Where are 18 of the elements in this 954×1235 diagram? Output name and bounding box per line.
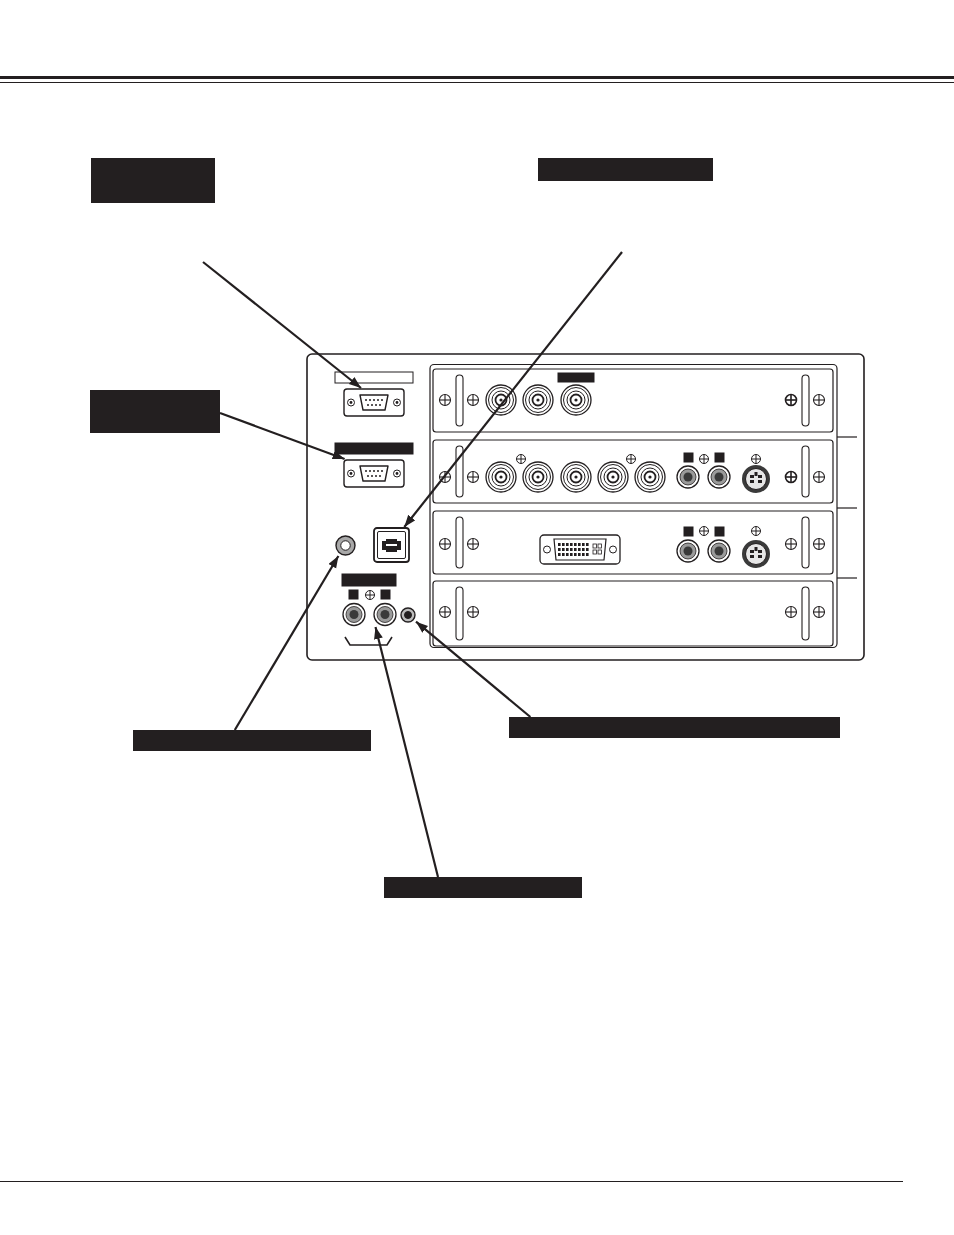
usb-port [373,527,410,563]
leader-line [219,411,345,461]
callout-box [133,730,371,751]
leader-line [202,261,362,389]
audio-jack-pair-drawing [342,602,398,627]
jack-socket [335,535,356,556]
leader-line [374,626,440,878]
callout-box [384,877,582,898]
mini-jack [400,607,416,623]
callout-box [538,158,713,181]
callout-box [90,390,220,433]
leader-line [415,620,532,718]
leader-line [233,555,340,731]
callout-box [509,717,840,738]
callout-box [91,158,215,203]
d-sub-connector [343,388,405,417]
d-sub-connector [343,459,405,488]
leader-line [403,251,623,528]
